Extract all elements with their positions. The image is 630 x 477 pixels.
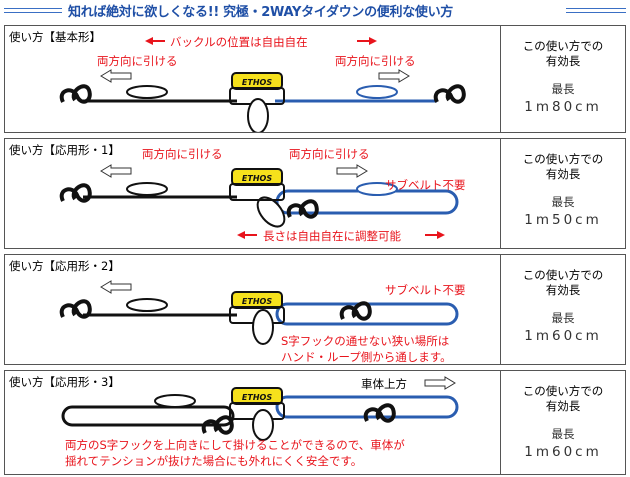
note-hooks-upward-2: 揺れてテンションが抜けた場合にも外れにくく安全です。 — [65, 454, 363, 468]
center-loop — [247, 98, 269, 132]
panel-label: 使い方【応用形・2】 — [9, 259, 120, 273]
up-direction-arrow — [424, 376, 456, 390]
s-hook-left-icon — [59, 183, 92, 203]
left-red-arrowhead — [237, 231, 245, 239]
right-pull-arrow — [336, 164, 368, 178]
panel-divider — [500, 255, 501, 364]
buckle-logo: ETHOS — [242, 297, 272, 306]
note-narrow-place-2: ハンド・ループ側から通します。 — [281, 350, 452, 364]
center-loop — [252, 309, 274, 345]
length-max-label: 最長 — [551, 195, 575, 209]
length-value: 1m60cm — [524, 328, 602, 344]
s-hook-left-icon — [201, 415, 234, 435]
right-red-arrowhead — [437, 231, 445, 239]
note-adjustable-length: 長さは自由自在に調整可能 — [263, 229, 401, 243]
note-no-sub-belt: サブベルト不要 — [385, 178, 466, 192]
header-rule-right — [566, 8, 626, 13]
panel-applied-1: 使い方【応用形・1】 この使い方での 有効長 最長 1m50cm ETHOS 両… — [4, 138, 626, 249]
length-caption: この使い方での — [522, 152, 604, 166]
panel-applied-2: 使い方【応用形・2】 この使い方での 有効長 最長 1m60cm ETHOS サ… — [4, 254, 626, 365]
buckle-logo: ETHOS — [242, 78, 272, 87]
note-hooks-upward-1: 両方のS字フックを上向きにして掛けることができるので、車体が — [65, 438, 405, 452]
panel-divider — [500, 139, 501, 248]
length-box: この使い方での 有効長 最長 1m60cm — [501, 255, 625, 364]
left-pull-arrow — [100, 164, 132, 178]
note-pull-right: 両方向に引ける — [289, 147, 370, 161]
note-pull-left: 両方向に引ける — [97, 54, 178, 68]
panel-divider — [500, 26, 501, 132]
length-caption-2: 有効長 — [545, 54, 581, 68]
note-vehicle-up: 車体上方 — [361, 377, 407, 391]
length-max-label: 最長 — [551, 311, 575, 325]
s-hook-right-icon — [363, 403, 396, 423]
s-hook-left-icon — [59, 299, 92, 319]
panel-applied-3: 使い方【応用形・3】 この使い方での 有効長 最長 1m60cm ETHOS 車… — [4, 370, 626, 475]
hand-loop-left — [126, 298, 168, 312]
s-hook-left-icon — [59, 84, 92, 104]
panel-divider — [500, 371, 501, 474]
panel-label: 使い方【応用形・1】 — [9, 143, 120, 157]
length-max-label: 最長 — [551, 82, 575, 96]
center-loop — [252, 409, 274, 441]
hand-loop-left — [154, 394, 196, 408]
black-strap-loop — [61, 405, 235, 427]
length-caption: この使い方での — [522, 268, 604, 282]
page-title: 知れば絶対に欲しくなる!! 究極・2WAYタイダウンの便利な使い方 — [68, 5, 453, 20]
header-rule-left — [4, 8, 62, 13]
length-box: この使い方での 有効長 最長 1m80cm — [501, 26, 625, 132]
length-box: この使い方での 有効長 最長 1m50cm — [501, 139, 625, 248]
length-caption-2: 有効長 — [545, 167, 581, 181]
diagram-applied-2: ETHOS — [59, 280, 459, 345]
note-pull-right: 両方向に引ける — [335, 54, 416, 68]
hand-loop-left — [126, 182, 168, 196]
s-hook-center-icon — [286, 199, 319, 219]
left-pull-arrow — [100, 69, 132, 83]
page-header: 知れば絶対に欲しくなる!! 究極・2WAYタイダウンの便利な使い方 — [0, 0, 630, 22]
length-caption: この使い方での — [522, 39, 604, 53]
diagram-applied-1: ETHOS — [59, 164, 459, 239]
note-no-sub-belt: サブベルト不要 — [385, 283, 466, 297]
right-pull-arrow — [378, 69, 410, 83]
buckle-logo: ETHOS — [242, 174, 272, 183]
hand-loop-right — [356, 182, 398, 196]
panel-label: 使い方【応用形・3】 — [9, 375, 120, 389]
left-pull-arrow — [100, 280, 132, 294]
right-red-arrowhead — [369, 37, 377, 45]
note-pull-left: 両方向に引ける — [142, 147, 223, 161]
length-value: 1m60cm — [524, 444, 602, 460]
panel-basic: 使い方【基本形】 この使い方での 有効長 最長 1m80cm ETHOS バック… — [4, 25, 626, 133]
note-buckle-position: バックルの位置は自由自在 — [170, 35, 308, 49]
buckle-logo: ETHOS — [242, 393, 272, 402]
hand-loop-left — [126, 85, 168, 99]
length-caption-2: 有効長 — [545, 399, 581, 413]
s-hook-center-icon — [339, 301, 372, 321]
length-box: この使い方での 有効長 最長 1m60cm — [501, 371, 625, 474]
panel-label: 使い方【基本形】 — [9, 30, 101, 44]
diagram-basic: ETHOS — [59, 37, 466, 132]
length-max-label: 最長 — [551, 427, 575, 441]
diagram-applied-3: ETHOS — [61, 376, 459, 441]
note-narrow-place-1: S字フックの通せない狭い場所は — [281, 334, 450, 348]
length-value: 1m80cm — [524, 99, 602, 115]
s-hook-right-icon — [433, 84, 466, 104]
length-caption-2: 有効長 — [545, 283, 581, 297]
buckle-frame — [229, 183, 285, 201]
center-loop — [256, 196, 286, 228]
length-value: 1m50cm — [524, 212, 602, 228]
left-red-arrowhead — [145, 37, 153, 45]
hand-loop-right — [356, 85, 398, 99]
length-caption: この使い方での — [522, 384, 604, 398]
